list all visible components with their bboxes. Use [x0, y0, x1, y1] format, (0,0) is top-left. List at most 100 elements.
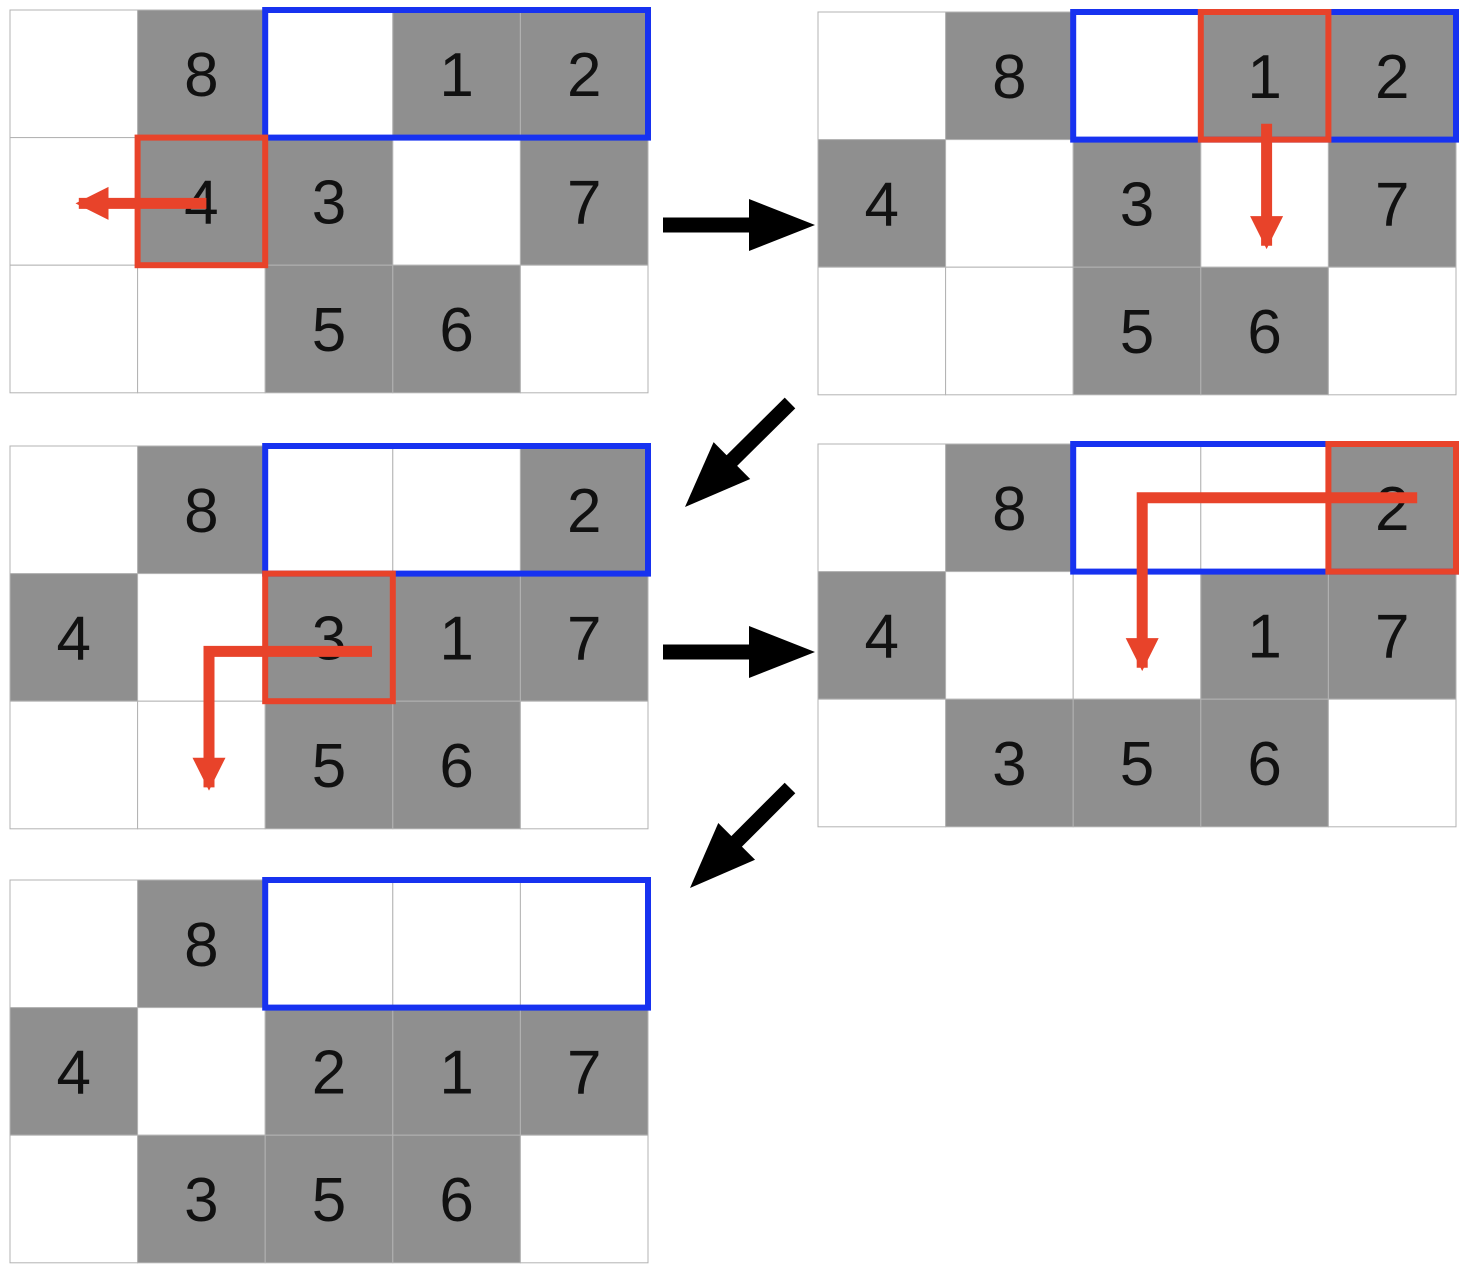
tile-number: 1	[439, 41, 473, 110]
tile-number: 7	[567, 168, 601, 237]
grid-cell	[945, 139, 1074, 268]
flow-arrow-head	[690, 822, 756, 888]
tile-number: 1	[1247, 602, 1281, 671]
tile-number: 6	[439, 1166, 473, 1235]
grid-cell	[264, 264, 394, 394]
grid-cell	[1327, 266, 1457, 396]
tile-number: 1	[1247, 43, 1281, 112]
tile-number: 7	[1375, 602, 1409, 671]
grid-cell	[137, 1134, 266, 1264]
grid-cell	[817, 139, 947, 268]
flow-arrow-shaft	[729, 782, 796, 849]
tile-number: 5	[312, 732, 346, 801]
tile-number: 8	[184, 477, 218, 546]
grid-cell	[1327, 571, 1457, 700]
grid-cell	[1200, 11, 1329, 141]
tile-number: 2	[312, 1038, 346, 1107]
tile-number: 4	[57, 604, 91, 673]
grid-cell	[137, 264, 266, 394]
flow-arrow-head	[685, 442, 751, 507]
grid-cell	[1072, 11, 1202, 141]
grid-cell	[9, 9, 139, 139]
grid-cell	[9, 445, 139, 575]
tile-number: 7	[567, 604, 601, 673]
tile-number: 2	[1375, 43, 1409, 112]
flow-arrow-shaft	[725, 397, 796, 468]
grid-cell	[519, 573, 649, 702]
grid-cell	[9, 1134, 139, 1264]
tile-number: 7	[567, 1038, 601, 1107]
grid-cell	[392, 137, 521, 266]
grid-cell	[1200, 266, 1329, 396]
flow-arrow-3	[663, 626, 815, 678]
step-board-5: 8 4 2 1 7 3 5 6	[9, 877, 651, 1264]
grid-cell	[1072, 139, 1202, 268]
tile-number: 2	[567, 477, 601, 546]
grid-cell	[137, 700, 266, 830]
tile-number: 6	[1247, 298, 1281, 367]
grid-cell	[264, 445, 394, 575]
grid-cell	[137, 445, 266, 575]
target-zone-outline	[262, 7, 651, 141]
grid-cell	[945, 571, 1074, 700]
tile-number: 3	[312, 604, 346, 673]
grid-cell	[1327, 139, 1457, 268]
selected-tile-outline	[1325, 441, 1460, 575]
grid-cell	[1072, 266, 1202, 396]
grid-cell	[817, 266, 947, 396]
selected-tile-outline	[262, 570, 396, 705]
tile-number: 3	[992, 730, 1026, 799]
move-arrow	[192, 645, 372, 791]
grid-cell	[945, 266, 1074, 396]
grid-cell	[392, 700, 521, 830]
target-zone-outline	[262, 877, 651, 1011]
grid-cell	[264, 573, 394, 702]
grid-cell	[264, 879, 394, 1009]
grid-cell	[519, 1007, 649, 1136]
grid-cell	[9, 700, 139, 830]
tile-number: 7	[1375, 170, 1409, 239]
grid-cell	[264, 9, 394, 139]
grid-cell	[1072, 698, 1202, 828]
tile-number: 2	[567, 41, 601, 110]
tile-number: 8	[184, 41, 218, 110]
grid-cell	[519, 264, 649, 394]
grid-cell	[817, 698, 947, 828]
tile-number: 1	[439, 1038, 473, 1107]
target-zone-outline	[262, 443, 651, 577]
grid-cell	[519, 445, 649, 575]
grid-cell	[1200, 443, 1329, 573]
move-arrow	[1125, 492, 1418, 672]
grid-cell	[817, 11, 947, 141]
tile-number: 1	[439, 604, 473, 673]
flow-arrow-2	[685, 397, 796, 507]
tile-number: 5	[1120, 298, 1154, 367]
flow-arrow-head	[749, 626, 815, 678]
grid-cell	[9, 264, 139, 394]
flow-arrow-head	[749, 199, 815, 251]
tile-number: 4	[57, 1038, 91, 1107]
tile-number: 8	[992, 43, 1026, 112]
tile-number: 3	[312, 168, 346, 237]
tile-number: 6	[1247, 730, 1281, 799]
grid-cell	[519, 700, 649, 830]
grid-cell	[264, 700, 394, 830]
grid-cell	[945, 11, 1074, 141]
grid-cell	[264, 1134, 394, 1264]
tile-number: 8	[992, 475, 1026, 544]
tile-number: 5	[312, 1166, 346, 1235]
tile-number: 6	[439, 296, 473, 365]
grid-cell	[945, 443, 1074, 573]
grid-cell	[9, 879, 139, 1009]
tile-number: 8	[184, 911, 218, 980]
grid-cell	[137, 1007, 266, 1136]
tile-number: 3	[184, 1166, 218, 1235]
grid-cell	[264, 137, 394, 266]
tile-number: 4	[865, 170, 899, 239]
